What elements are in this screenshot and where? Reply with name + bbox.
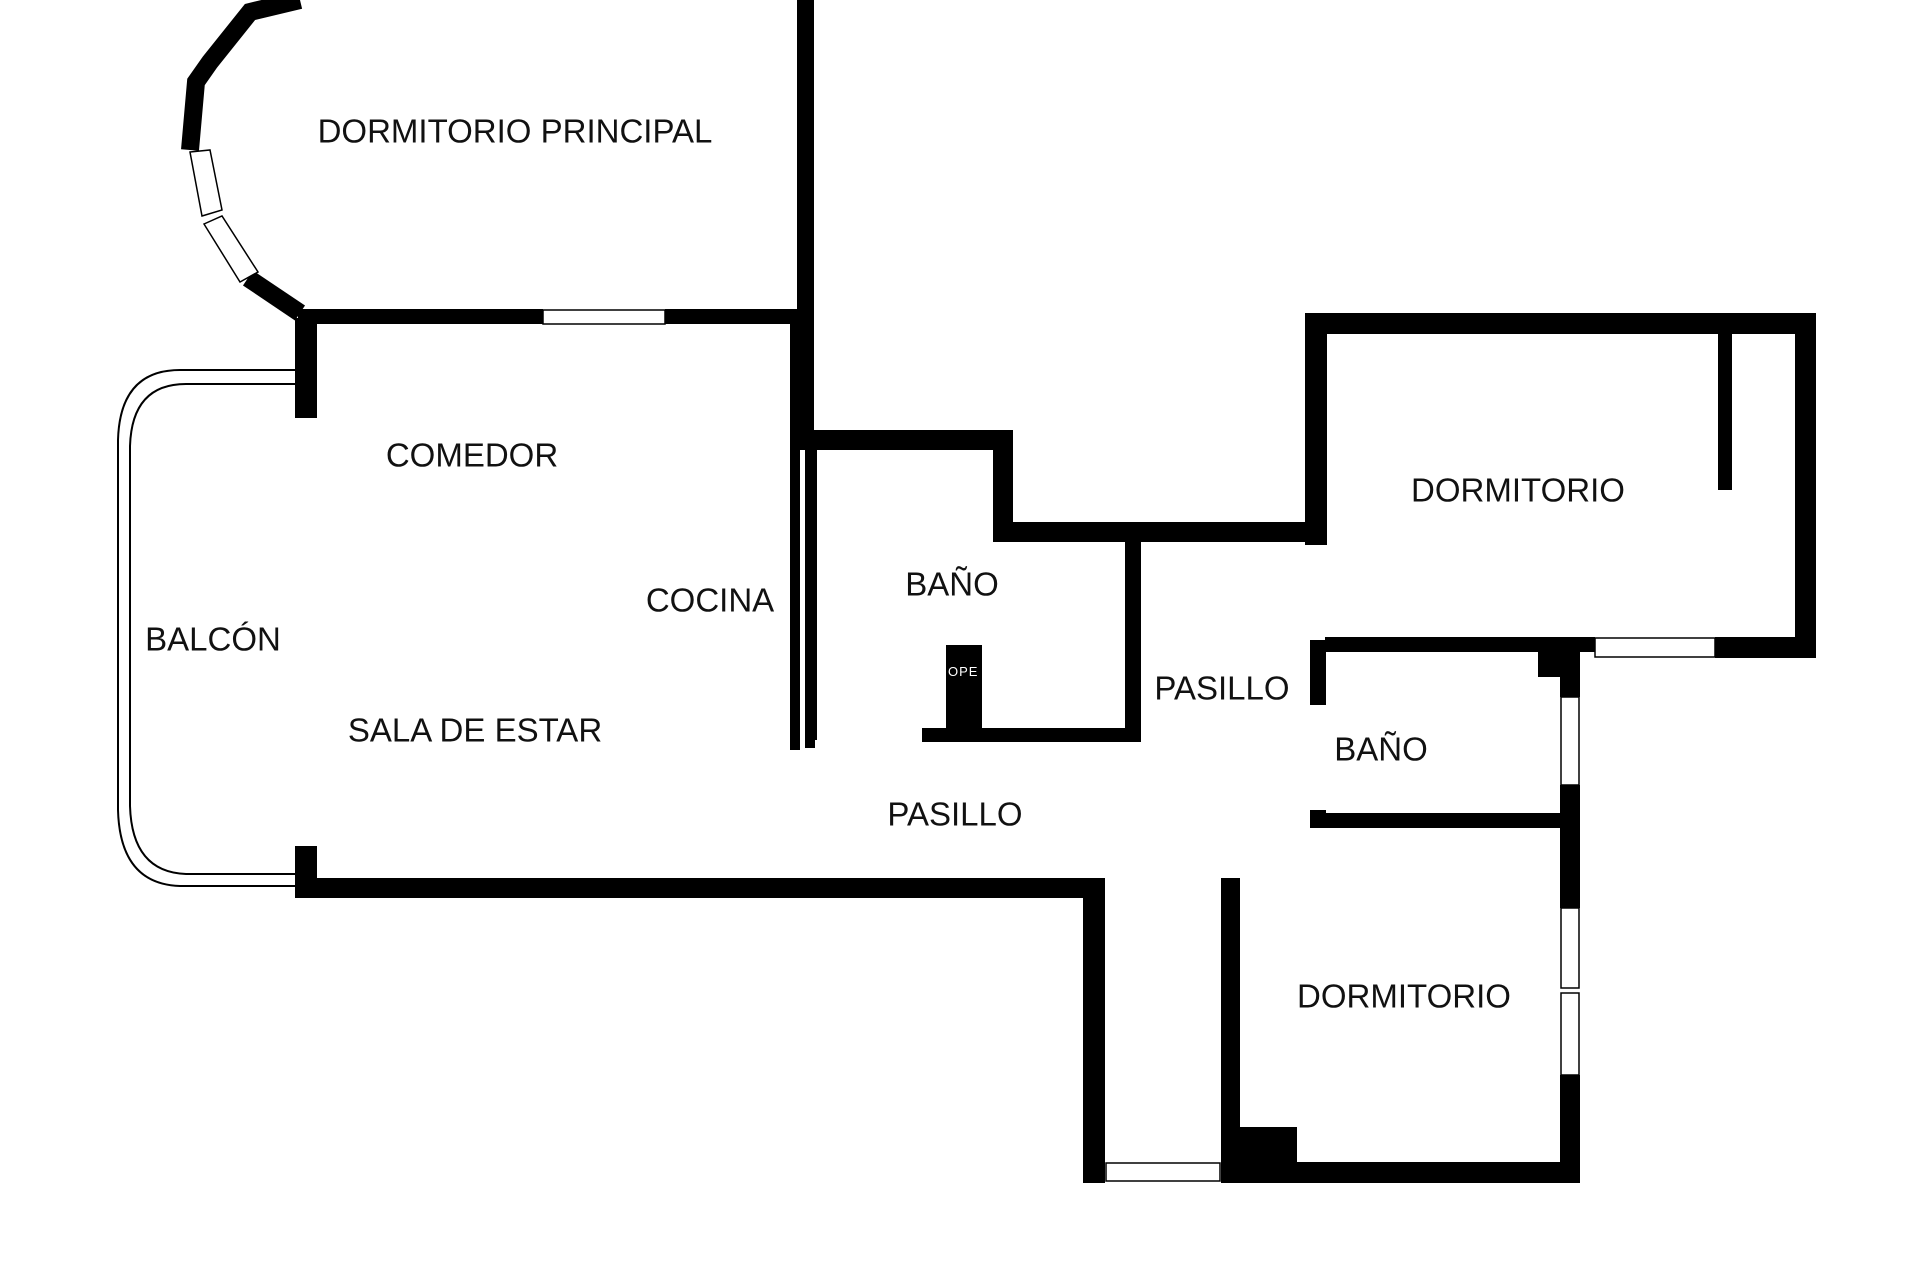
label-comedor: COMEDOR (386, 437, 558, 474)
window-corridor-south (1105, 1162, 1221, 1182)
window-master-1 (189, 149, 223, 217)
label-dormitorio-1: DORMITORIO (1411, 472, 1625, 509)
window-bed2-east-2 (1560, 992, 1580, 1076)
wall-bath2-south (1310, 813, 1578, 828)
wall-bed2-west (1222, 878, 1240, 1183)
label-dormitorio-principal: DORMITORIO PRINCIPAL (318, 113, 713, 150)
window-bed2-east-1 (1560, 907, 1580, 989)
window-bed1-south (1594, 637, 1716, 658)
wall-bed2-south (1222, 1162, 1580, 1183)
wall-bath1-bottom-left (805, 728, 815, 748)
wall-left-upper (295, 318, 317, 418)
wall-master-south-right (665, 309, 800, 324)
window-bath2-east (1560, 696, 1580, 786)
watermark-text: OPE (948, 664, 978, 679)
room-labels: DORMITORIO PRINCIPAL COMEDOR COCINA BALC… (145, 113, 1625, 1015)
windows (189, 149, 1716, 1182)
wall-bed1-closet (1718, 330, 1732, 490)
wall-master-curve (181, 0, 303, 151)
wall-bath1-west (805, 450, 817, 740)
wall-bath1-top (800, 430, 1013, 450)
wall-bath1-top2 (993, 522, 1323, 542)
window-master-2 (202, 215, 260, 284)
wall-bed1-south-left (1325, 637, 1595, 652)
wall-bed1-top (1305, 313, 1815, 334)
label-cocina: COCINA (646, 582, 774, 619)
wall-bath2-east (1560, 637, 1580, 697)
wall-bath2-west-top (1310, 640, 1326, 705)
window-comedor-opening (542, 309, 666, 325)
wall-bath1-east (1125, 540, 1141, 742)
label-bano-2: BAÑO (1334, 731, 1428, 768)
wall-bed2-east-top (1560, 828, 1580, 908)
wall-bed1-west (1305, 313, 1327, 545)
wall-central-vertical (797, 0, 814, 440)
wall-bed1-south-right (1715, 637, 1815, 658)
wall-corridor-west (1083, 878, 1105, 1183)
label-balcon: BALCÓN (145, 621, 281, 658)
wall-bed2-pillar (1235, 1127, 1297, 1167)
wall-kitchen-east (790, 318, 800, 750)
wall-master-curve-lower (242, 270, 306, 321)
wall-master-south-left (298, 309, 543, 324)
label-dormitorio-2: DORMITORIO (1297, 978, 1511, 1015)
label-sala-de-estar: SALA DE ESTAR (348, 712, 602, 749)
wall-living-south (295, 878, 1105, 898)
label-bano-1: BAÑO (905, 566, 999, 603)
wall-bath1-step (993, 430, 1013, 542)
balcony-rail (117, 369, 295, 887)
watermark: OPE (946, 645, 982, 705)
wall-bed2-east-bottom (1560, 1075, 1580, 1183)
wall-bed1-east (1795, 313, 1816, 658)
label-pasillo-2: PASILLO (887, 796, 1022, 833)
label-pasillo-1: PASILLO (1154, 670, 1289, 707)
